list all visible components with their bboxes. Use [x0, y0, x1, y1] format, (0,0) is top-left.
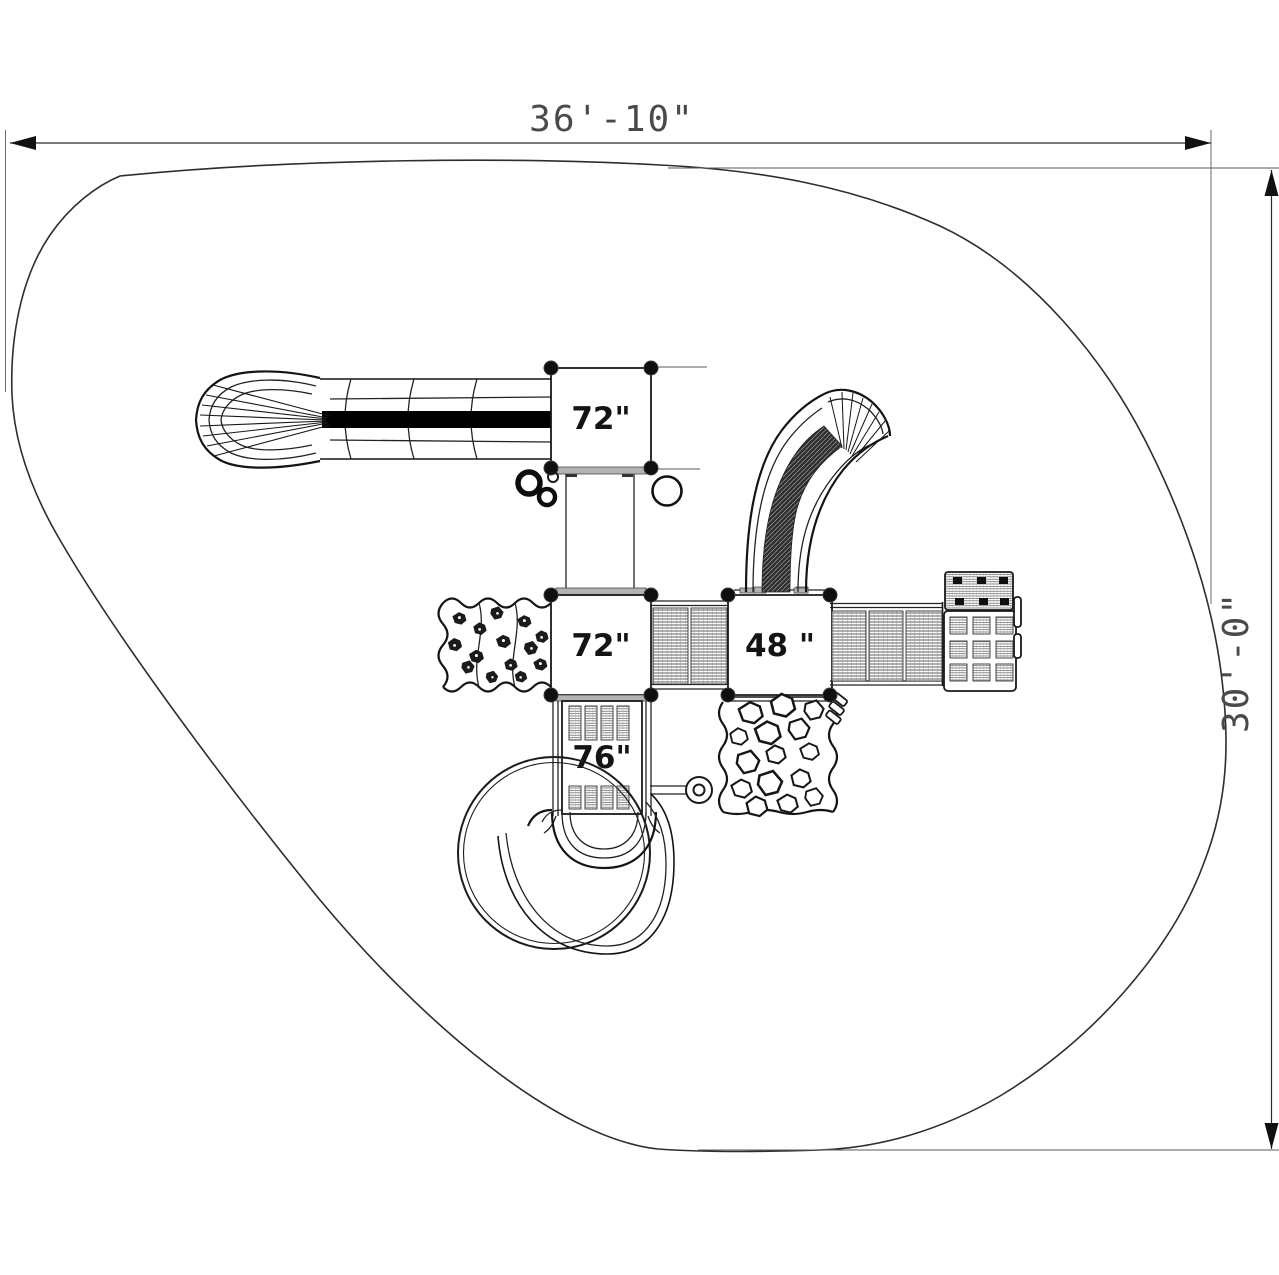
panel-grid [949, 616, 1014, 682]
activity-panels [943, 571, 1022, 692]
slide-stripe [322, 411, 551, 428]
arrow-left [10, 136, 36, 150]
rock-wall-left [437, 597, 552, 693]
spinner-toy [650, 776, 713, 804]
exit-fan-lines [829, 391, 890, 463]
porthole [651, 475, 683, 507]
slide-chute [761, 425, 843, 593]
platform-deck [550, 594, 652, 696]
spiral-slide [457, 756, 675, 955]
bridge-left [651, 600, 728, 690]
platform-label: 72" [571, 401, 630, 437]
steering-wheel-toy [515, 469, 559, 508]
tube-slide [194, 370, 552, 469]
height-dimension-text: 30'-0" [1216, 591, 1257, 733]
platform-48: 48 " [727, 586, 833, 696]
rock-climber-bottom [717, 691, 848, 818]
structure-posts [543, 587, 838, 703]
bell-fan-lines [199, 384, 331, 457]
arrow-right [1185, 136, 1211, 150]
right-dimension: 30'-0" [668, 167, 1279, 1151]
platform-label: 48 " [745, 628, 815, 664]
rock-holds [729, 692, 825, 818]
panel-knobs [953, 577, 1009, 605]
top-dimension: 36'-10" [5, 99, 1212, 604]
platform-deck [550, 367, 652, 469]
platform-label: 72" [571, 628, 630, 664]
bridge-right [830, 602, 944, 686]
rock-holds [447, 606, 549, 684]
width-dimension-text: 36'-10" [529, 99, 695, 140]
step-ladder [825, 691, 848, 725]
main-platform-72: 72" [550, 594, 652, 696]
ramp-connector [555, 474, 647, 596]
arrow-down [1264, 1123, 1279, 1149]
arrow-up [1264, 170, 1279, 196]
curved-slide [739, 388, 892, 594]
site-boundary [10, 159, 1227, 1153]
upper-platform: 72" [543, 360, 707, 477]
